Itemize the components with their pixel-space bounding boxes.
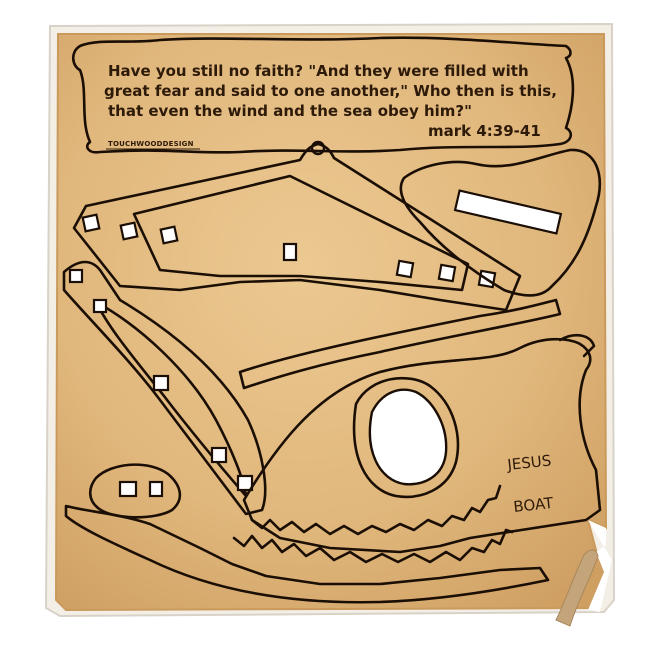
- hull-porthole: [368, 388, 448, 486]
- hull-teeth: [250, 484, 502, 536]
- verse-plaque: [71, 36, 575, 154]
- side-hull-piece: [62, 260, 267, 516]
- slot: [152, 374, 170, 392]
- verse-reference: mark 4:39-41: [428, 122, 541, 140]
- slot: [437, 263, 457, 283]
- boat-hull-piece: [242, 337, 602, 554]
- slot: [210, 446, 228, 464]
- slot: [92, 298, 108, 314]
- mast-knob: [310, 140, 326, 156]
- slot: [119, 221, 139, 241]
- seat-piece: [399, 148, 602, 297]
- verse-line-2: great fear and said to one another," Who…: [104, 82, 557, 100]
- slot: [81, 213, 101, 233]
- slot: [282, 242, 298, 262]
- slot: [159, 225, 179, 245]
- rudder-teeth: [232, 528, 514, 564]
- mast-inner: [132, 174, 470, 292]
- slot: [148, 480, 164, 498]
- rudder-piece: [64, 504, 550, 604]
- twine: [555, 549, 599, 627]
- hull-handle: [558, 333, 596, 358]
- spool-piece: [88, 463, 182, 519]
- verse-line-1: Have you still no faith? "And they were …: [108, 62, 529, 80]
- slot: [68, 268, 84, 284]
- slot: [236, 474, 254, 492]
- rib-piece: [238, 298, 562, 390]
- boat-label-line-1: JESUS: [506, 451, 553, 474]
- corner-notch: [588, 520, 612, 612]
- slot: [118, 480, 138, 498]
- seat-slot: [453, 189, 563, 235]
- hull-porthole-ring: [352, 376, 460, 499]
- brand-logo: TOUCHWOODDESIGN: [108, 140, 194, 148]
- verse-line-3: that even the wind and the sea obey him?…: [108, 102, 472, 120]
- slot: [395, 259, 415, 279]
- boat-label-line-2: BOAT: [513, 494, 555, 516]
